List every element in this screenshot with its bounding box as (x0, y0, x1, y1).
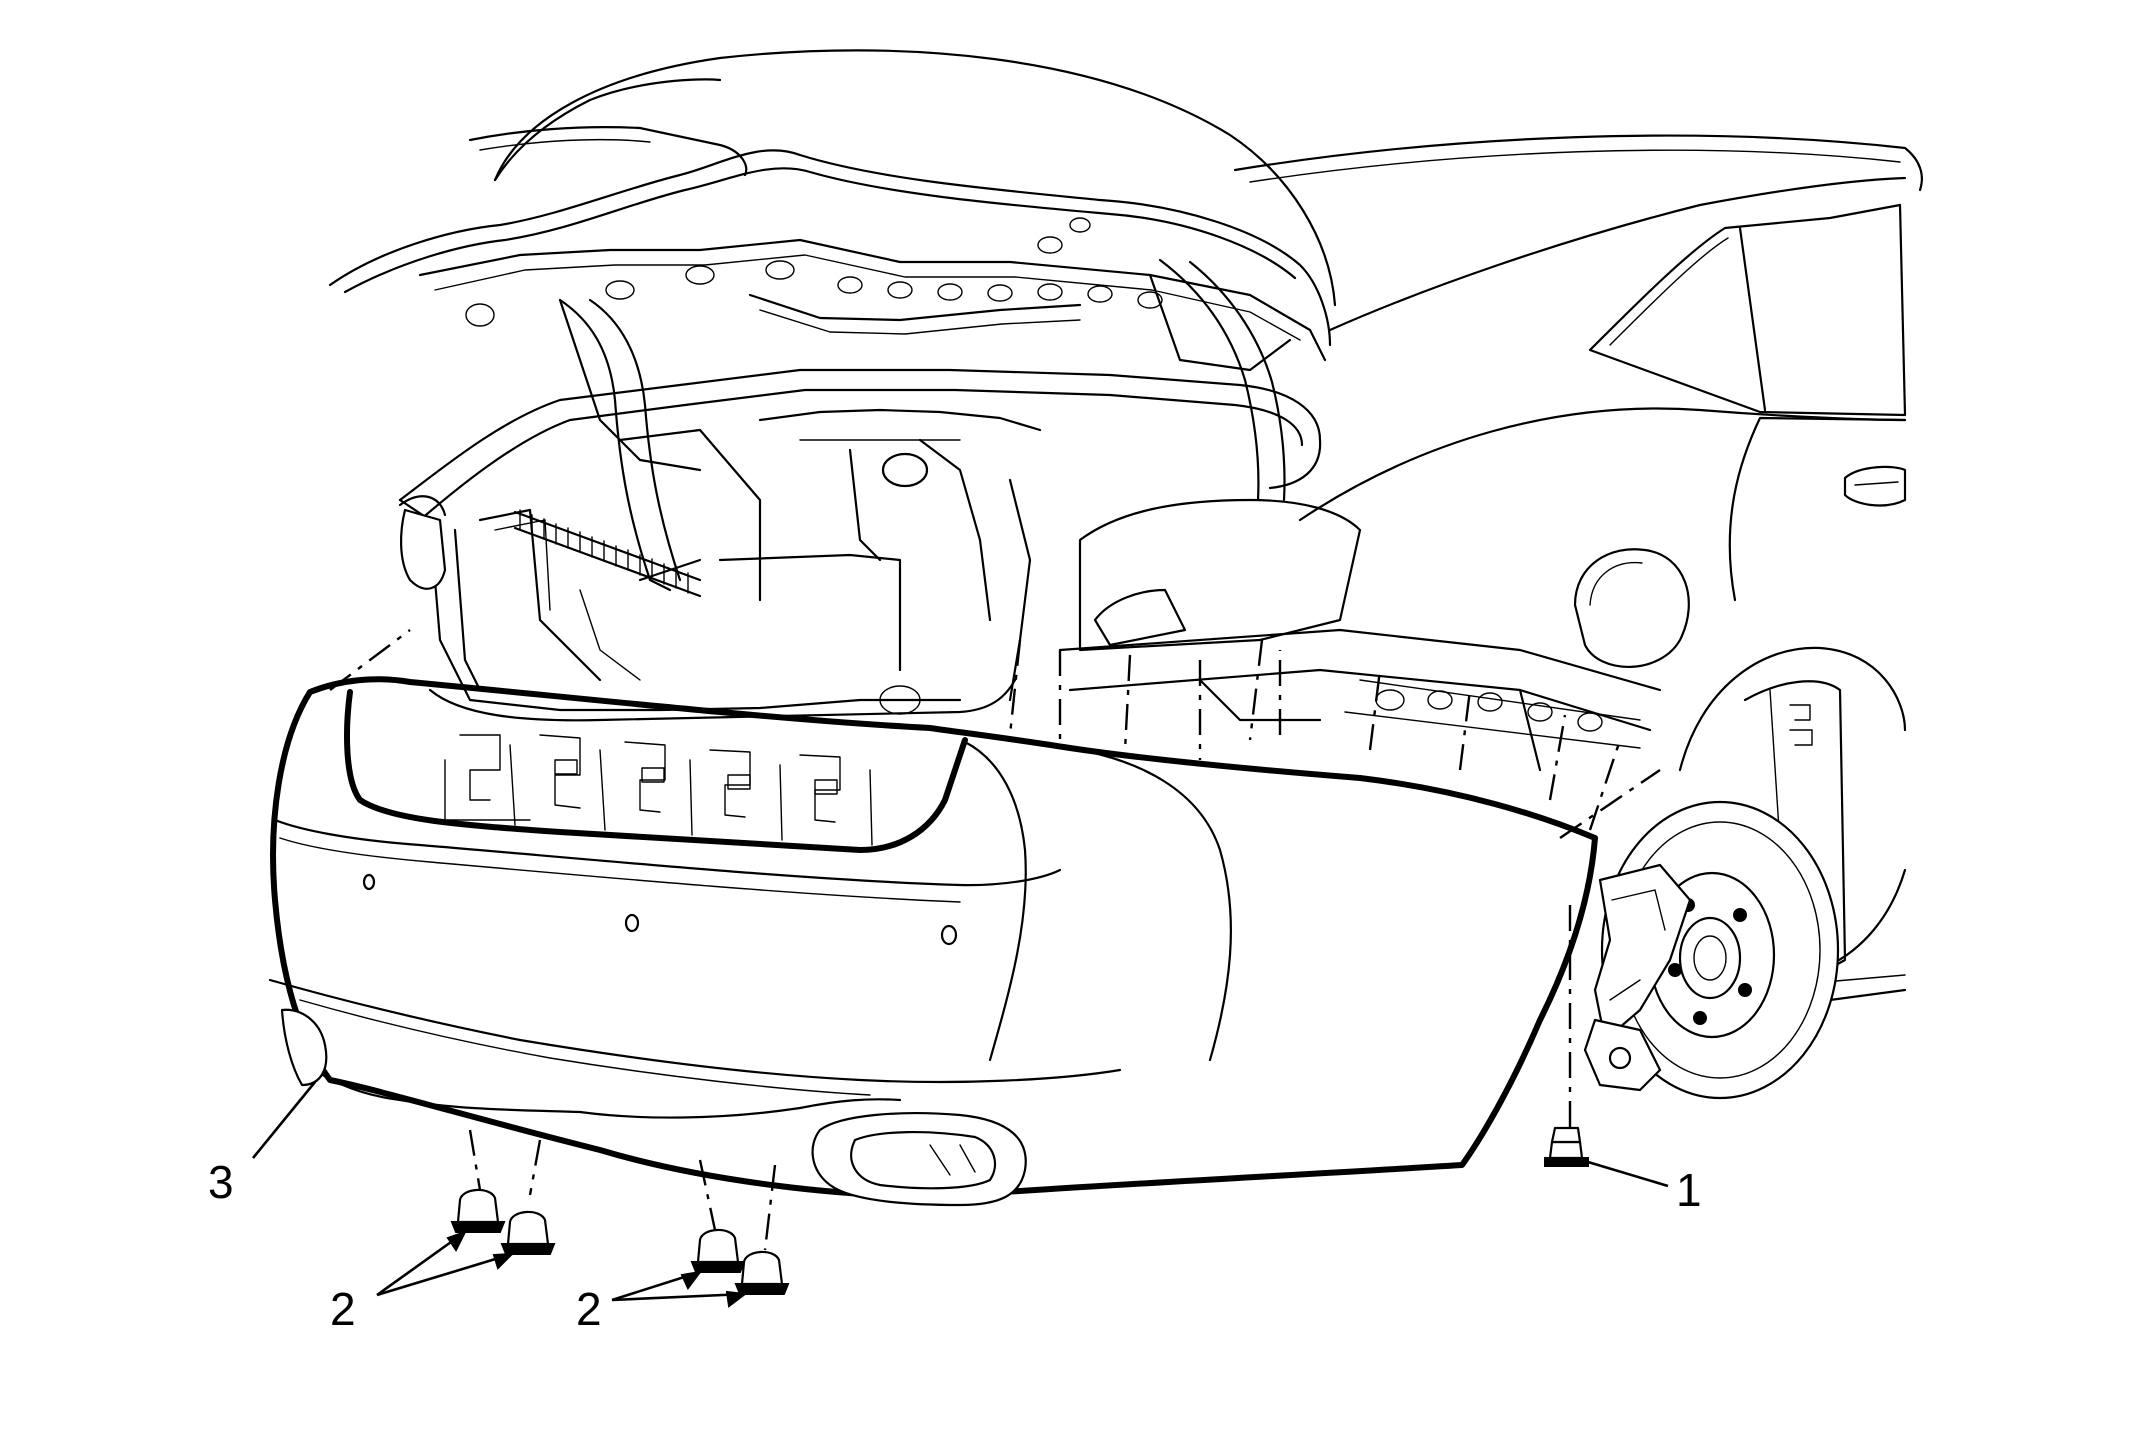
push-pin-retainer (500, 1210, 556, 1255)
callout-1: 1 (1676, 1164, 1702, 1216)
lid-spring (519, 509, 689, 594)
push-pin-retainers (450, 1188, 790, 1295)
trunk-compartment (398, 368, 1322, 722)
alignment-lines (329, 629, 1661, 1251)
push-pin-retainer (450, 1188, 506, 1233)
callout-2-left: 2 (330, 1283, 356, 1335)
callout-2-right: 2 (576, 1283, 602, 1335)
push-pin-retainer (690, 1228, 746, 1273)
rear-bumper-fascia (268, 676, 1598, 1207)
callout-3: 3 (208, 1156, 234, 1208)
push-pin-retainer (734, 1250, 790, 1295)
side-fastener-bolt (1544, 1126, 1589, 1167)
fascia-mounting-tabs (444, 734, 873, 846)
rear-body-panel (1058, 628, 1662, 772)
brake-rotor-hub (1583, 800, 1840, 1100)
leader-lines (251, 1081, 1669, 1308)
right-tail-lamp (1078, 498, 1362, 652)
trunk-lid (328, 49, 1337, 592)
